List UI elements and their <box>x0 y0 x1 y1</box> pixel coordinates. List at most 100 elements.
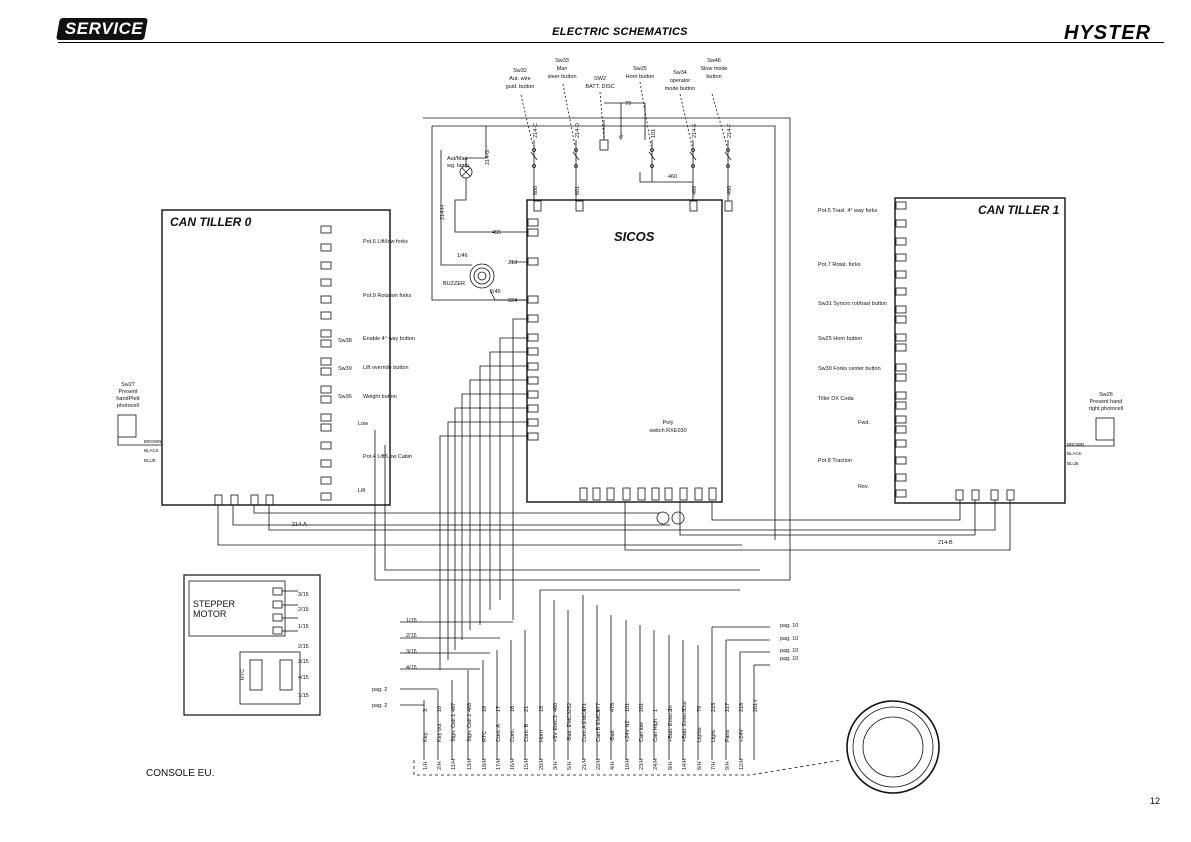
bottom-wire-17: 2 <box>668 709 674 712</box>
buzzer-2-46: 2/46 <box>490 289 501 295</box>
bottom-pin-17: 8/H <box>668 761 674 770</box>
tiller1-item-6: Pot.8 Traction <box>818 458 852 464</box>
can-tiller-0-label: CAN TILLER 0 <box>170 215 252 229</box>
bottom-name-1: Key out <box>437 723 443 742</box>
sw32-label-1: Aut. wire <box>509 76 530 82</box>
tiller1-bottom-pins <box>955 489 1015 501</box>
sw46-label-1: Slow mode <box>700 66 727 72</box>
page-number: 12 <box>1150 796 1161 806</box>
bottom-wire-23: 201-i <box>753 700 759 712</box>
top-wire-low-2: 489 <box>692 186 698 195</box>
wire-214G-label: 214-G <box>485 150 491 165</box>
bottom-wire-22: 218 <box>739 703 745 712</box>
console-ref-2: 3/15 <box>406 649 417 655</box>
stepper-ref-0: 3/15 <box>298 592 309 598</box>
bottom-wire-18: 5 <box>682 709 688 712</box>
bottom-name-13: -Batt. <box>610 728 616 742</box>
tiller0-item-3: Lift override button <box>363 365 409 371</box>
stepper-ref-4: 3/15 <box>298 659 309 665</box>
bottom-pin-7: 15/H <box>524 758 530 770</box>
stepper-ref-2: 1/15 <box>298 624 309 630</box>
buzzer-label: BUZZER <box>443 281 465 287</box>
bottom-name-17: +Batt. Emer. In <box>668 705 674 742</box>
tiller0-item-2: Enable 4° way button <box>363 336 415 342</box>
bottom-wire-6: 16 <box>510 706 516 712</box>
tiller1-item-5: Tiller DX Coda <box>818 396 854 402</box>
bottom-wire-9: 460 <box>553 703 559 712</box>
bottom-wire-20: 215 <box>711 703 717 712</box>
bottom-name-15: Can low <box>639 722 645 742</box>
sw27-label-3: photocell <box>117 403 139 409</box>
tiller1-pins <box>895 201 907 498</box>
bus-lines <box>217 430 1011 591</box>
pag2-1: pag. 2 <box>372 703 387 709</box>
sw34-label-0: Sw34 <box>673 70 687 76</box>
round-connector-icon <box>846 700 940 794</box>
console-label: CONSOLE EU. <box>146 768 214 779</box>
bottom-pin-18: 14/H <box>682 758 688 770</box>
sicos-left-wiring <box>439 318 527 670</box>
bottom-wire-15: 201 <box>639 703 645 712</box>
buzzer-1-46: 1/46 <box>457 253 468 259</box>
bottom-pin-14: 10/H <box>625 758 631 770</box>
bottom-wire-12: 477 <box>596 703 602 712</box>
bottom-pin-6: 16/H <box>510 758 516 770</box>
can-tiller-0-box <box>161 209 391 506</box>
left-pin-1: BLACK <box>144 448 159 453</box>
bottom-wire-14: 101 <box>625 703 631 712</box>
can-tiller-1-label: CAN TILLER 1 <box>978 203 1060 217</box>
tiller0-sw-0: Sw38 <box>338 338 352 344</box>
tiller1-fwd: Fwd. <box>858 420 870 426</box>
sw26-label-0: Sw26 <box>1099 392 1113 398</box>
wire-624-label: 624 <box>508 298 517 304</box>
pag10-3: pag. 10 <box>780 656 798 662</box>
sw33-label-1: Man <box>557 66 568 72</box>
bottom-wire-5: 17 <box>496 706 502 712</box>
service-badge: SERVICE <box>64 19 144 38</box>
stepper-label-0: STEPPER <box>193 599 236 609</box>
sw26-label-2: right photocell <box>1089 406 1123 412</box>
sw34-label-2: mode button <box>665 86 696 92</box>
tiller0-item-5: Pot.4 Lift/Low Cabin <box>363 454 412 460</box>
wire-455-label: 455 <box>492 230 501 236</box>
bottom-name-14: +24V N2 <box>625 720 631 742</box>
left-pin-2: BLUE <box>144 458 156 463</box>
top-wire-5: 214-F <box>727 123 733 138</box>
tiller1-item-0: Pot.5 Trasl. 4° way forks <box>818 208 878 214</box>
tiller0-item-0: Pot.6 Lift/low forks <box>363 239 408 245</box>
bottom-wire-11: 471 <box>582 703 588 712</box>
bottom-name-18: +Batt. Emer. Out <box>682 701 688 742</box>
bottom-pin-19: 6/H <box>697 761 703 770</box>
poly-switch-label-0: Poly <box>663 420 674 426</box>
top-wire-low-0: 600 <box>533 186 539 195</box>
stepper-ref-3: 2/15 <box>298 644 309 650</box>
tiller0-item-4: Weight button <box>363 394 397 400</box>
bottom-name-2: Sign. Cell 1 <box>451 714 457 742</box>
wire-214H-label: 214-H <box>440 205 446 220</box>
bottom-pin-5: 17/H <box>496 758 502 770</box>
console-wires <box>400 590 843 776</box>
stepper-motor-box <box>183 574 321 716</box>
tiller0-item-1: Pot.9 Rotation forks <box>363 293 412 299</box>
bottom-pin-1: 2/H <box>437 761 443 770</box>
bottom-name-10: -Batt. EMC3 <box>567 712 573 742</box>
stepper-ref-5: 4/15 <box>298 675 309 681</box>
bottom-name-9: +5V EMC3 <box>553 715 559 742</box>
wire-214A-label: 214-A <box>292 522 307 528</box>
rtc-label: RTC <box>240 669 246 680</box>
console-ref-0: 1/15 <box>406 618 417 624</box>
photocell-left-icon <box>117 414 137 438</box>
poly-switch-label-1: switch RXE030 <box>649 428 686 434</box>
sw25-top-label-1: Horn button <box>626 74 655 80</box>
bottom-name-6: Com. <box>510 728 516 742</box>
tiller0-lift: Lift <box>358 488 366 494</box>
bottom-wire-3: 488 <box>467 703 473 712</box>
bottom-wire-7: 21 <box>524 706 530 712</box>
top-wire-2: 5 <box>619 135 625 138</box>
bottom-wire-10: 252 <box>567 703 573 712</box>
lamp-label-1: wg. lamp <box>446 163 469 169</box>
sw34-label-1: operator <box>670 78 691 84</box>
tiller1-item-3: Sw25 Horn button <box>818 336 862 342</box>
bottom-wire-0: 3 <box>423 709 429 712</box>
